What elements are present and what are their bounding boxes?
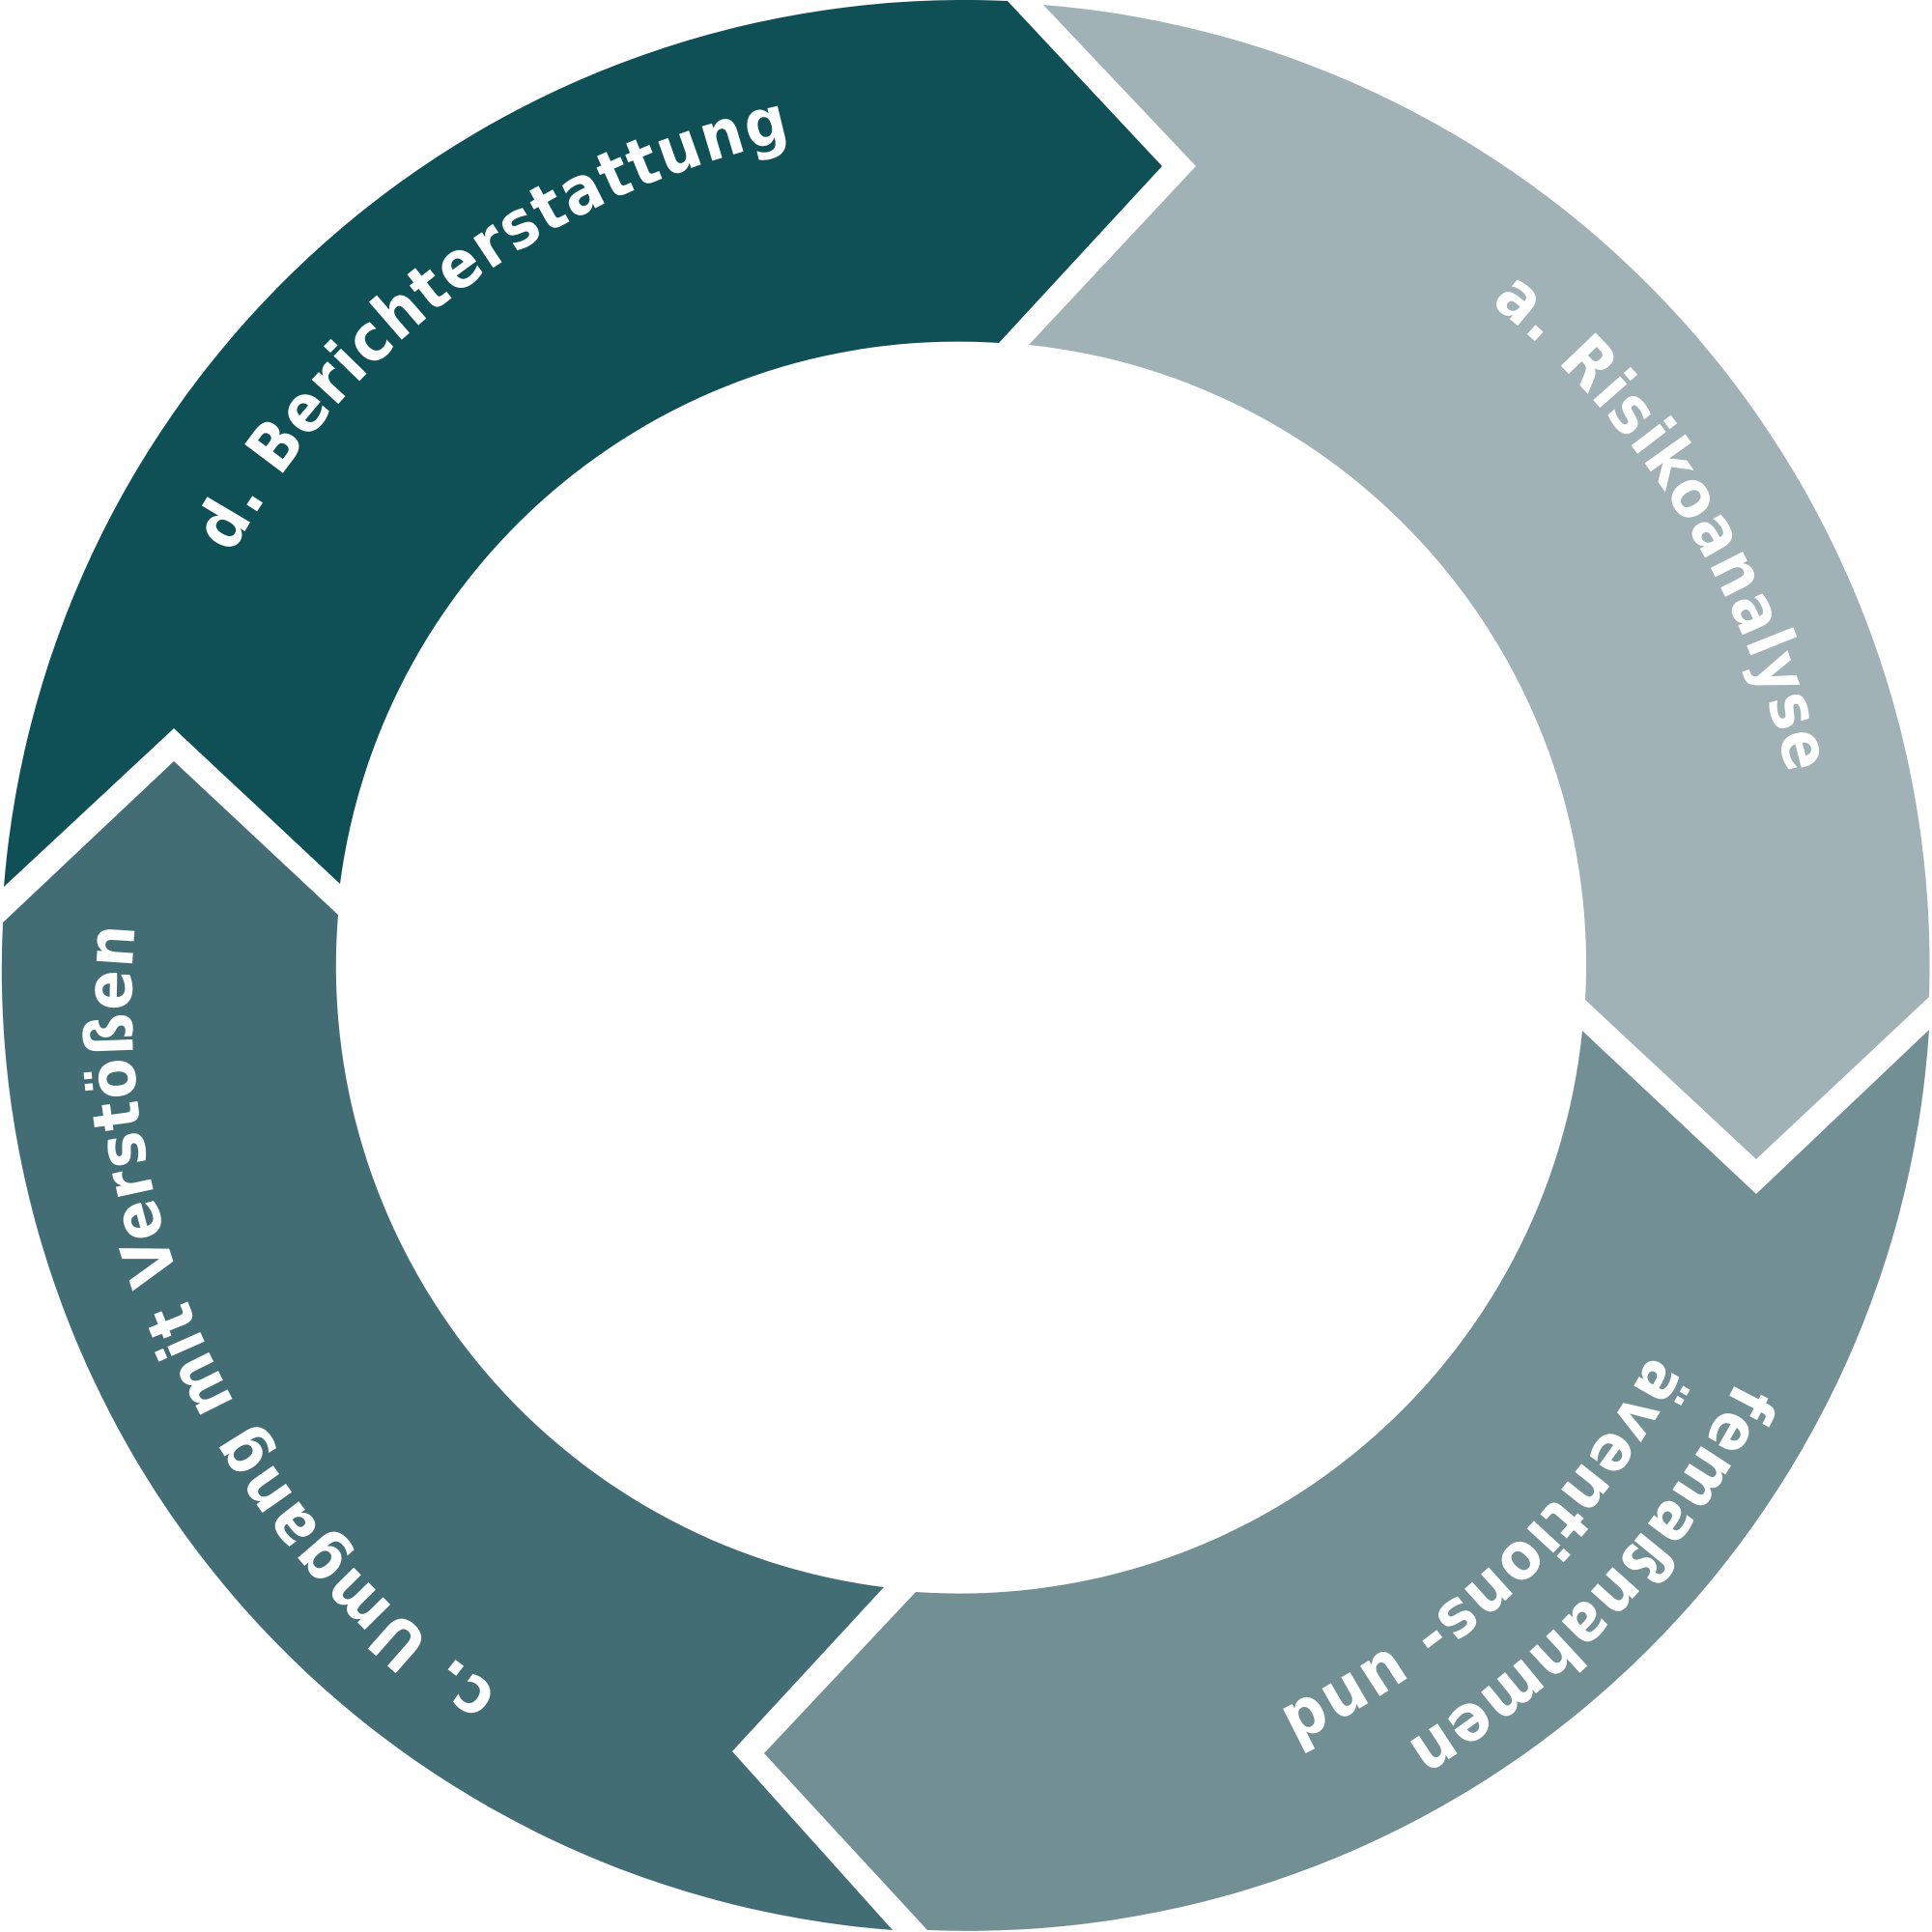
segment-a bbox=[1029, 5, 1930, 1159]
segment-d bbox=[4, 0, 1162, 887]
segment-b bbox=[764, 1030, 1929, 1931]
segment-c bbox=[1, 761, 893, 1930]
